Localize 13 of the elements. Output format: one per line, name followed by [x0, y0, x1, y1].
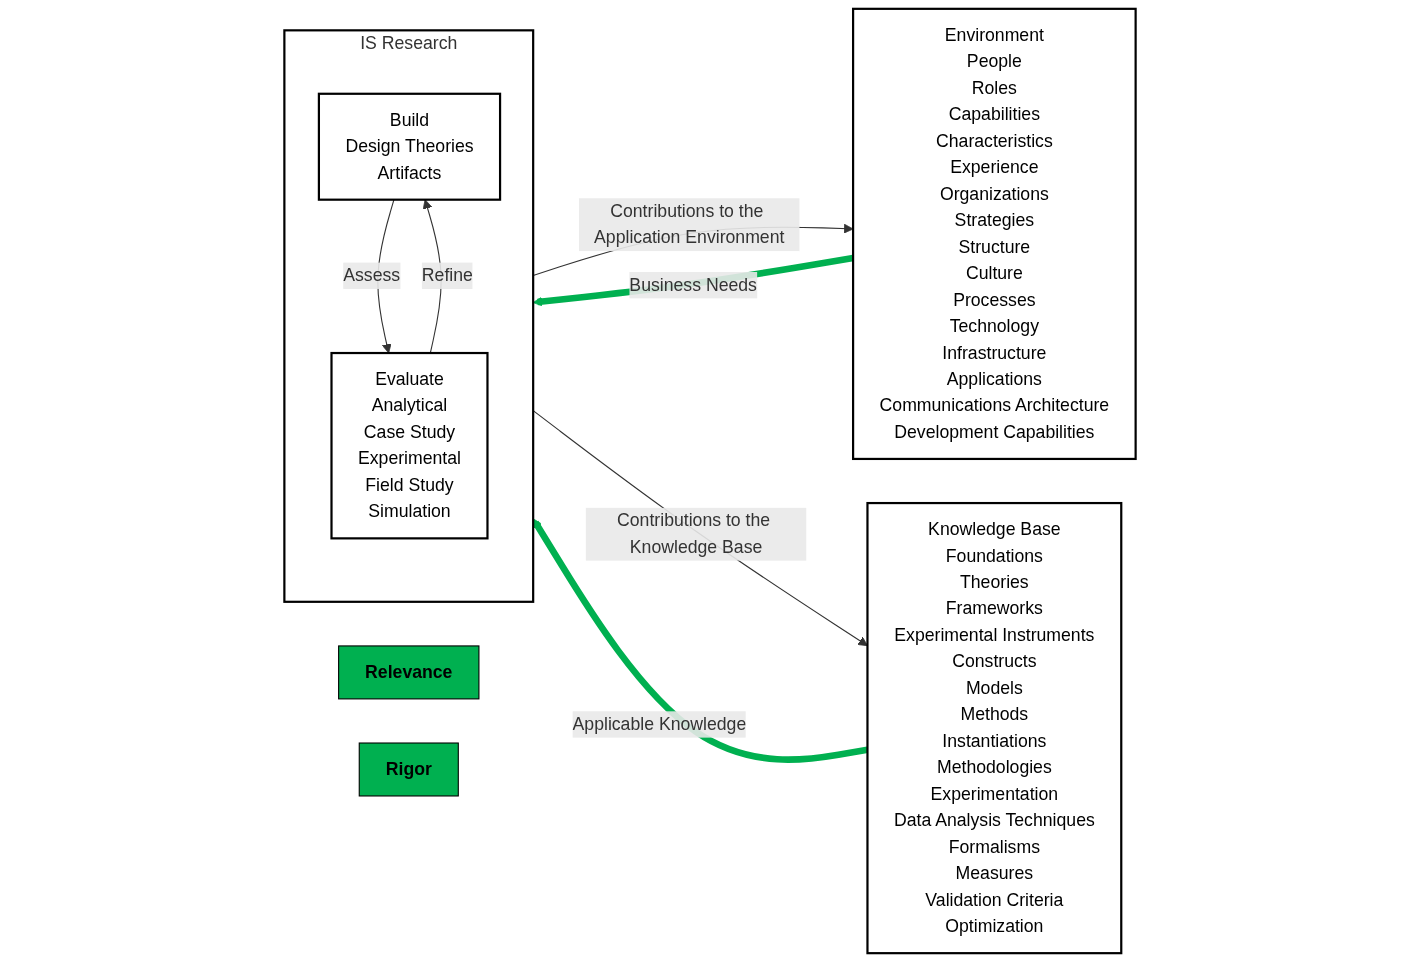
edge-label: Assess: [343, 265, 401, 285]
node-box: Rigor: [358, 742, 459, 797]
node-box: Environment People Roles Capabilities Characteristics Experience Organizations Strategies Structure Culture Processes Technology Infrastructure Applications Communications Architecture Development Capabilities: [852, 7, 1137, 461]
arrow: [532, 518, 869, 763]
edge-label: Applicable Knowledge: [572, 714, 747, 734]
edge-label: Contributions to the Application Environment: [594, 201, 785, 247]
node-box: Build Design Theories Artifacts: [317, 92, 502, 201]
edge-label: Business Needs: [629, 275, 757, 295]
node-box: Evaluate Analytical Case Study Experimental Field Study Simulation: [330, 351, 489, 540]
edge-label: Refine: [421, 265, 473, 285]
node-box: Relevance: [338, 645, 480, 700]
edge-label: Contributions to the Knowledge Base: [617, 511, 771, 557]
node-box: Knowledge Base Foundations Theories Frameworks Experimental Instruments Constructs Models Methods Instantiations Methodologies Experimentation Data Analysis Techniques Formalisms Measures Validation Criteria Optimization: [866, 501, 1123, 955]
